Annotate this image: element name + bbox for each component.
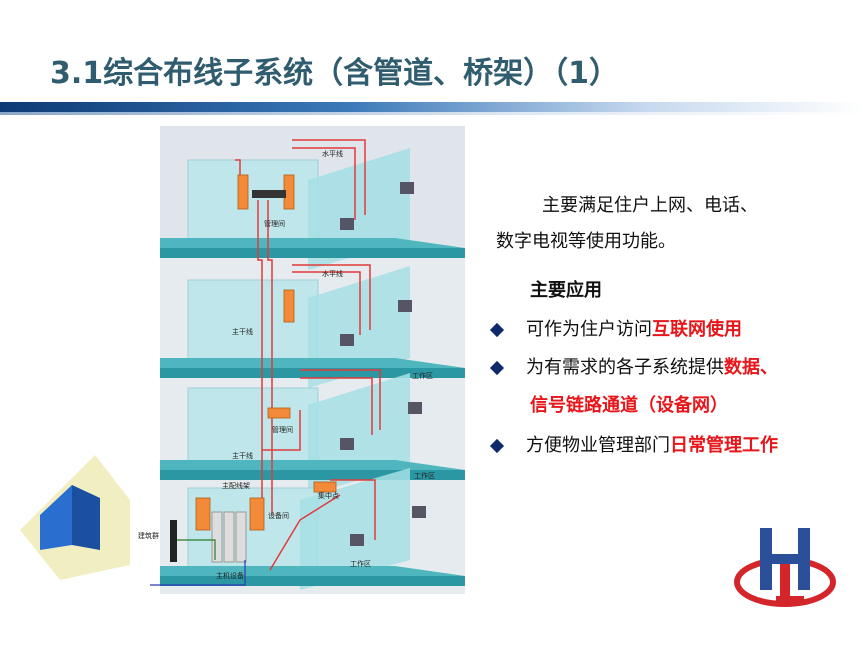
floor-2 xyxy=(160,266,465,388)
bullet-1-highlight: 互联网使用 xyxy=(652,319,742,340)
cabling-diagram: 水平线 管理间 水平线 主干线 工作区 管理间 主干线 工作区 主配线架 集中点… xyxy=(20,126,465,594)
intro-line-2: 数字电视等使用功能。 xyxy=(496,231,676,252)
label-concentration: 集中点 xyxy=(318,491,339,500)
diamond-bullet-icon xyxy=(489,438,505,454)
intro-line-1: 主要满足住户上网、电话、 xyxy=(542,195,758,216)
host-equipment-racks xyxy=(211,511,247,563)
patch-panels xyxy=(195,174,337,531)
label-horizontal-2: 水平线 xyxy=(322,269,343,278)
label-building-group: 建筑群 xyxy=(138,531,159,540)
switch-device xyxy=(252,190,286,198)
label-trunk-1: 主干线 xyxy=(232,327,253,336)
label-horizontal-1: 水平线 xyxy=(322,149,343,158)
label-workarea-2: 工作区 xyxy=(414,471,435,480)
floor-3 xyxy=(160,373,465,495)
diamond-bullet-icon xyxy=(489,322,505,338)
company-logo xyxy=(734,528,836,607)
label-workarea-1: 工作区 xyxy=(412,371,433,380)
bullet-3-highlight: 日常管理工作 xyxy=(670,435,778,456)
label-host-equipment: 主机设备 xyxy=(216,571,244,580)
bullet-item-1: 可作为住户访问互联网使用 xyxy=(489,312,742,348)
bullet-item-3: 方便物业管理部门日常管理工作 xyxy=(489,428,778,464)
trunk-cables xyxy=(235,139,381,571)
bullet-2-text: 为有需求的各子系统提供 xyxy=(526,357,724,378)
label-main-frame: 主配线架 xyxy=(222,481,250,490)
title-underline-shadow xyxy=(0,112,863,115)
floor-4 xyxy=(160,468,465,590)
label-workarea-3: 工作区 xyxy=(350,559,371,568)
label-mgmt-1: 管理间 xyxy=(264,219,285,228)
diamond-bullet-icon xyxy=(489,360,505,376)
floor-1 xyxy=(160,148,465,270)
label-trunk-2: 主干线 xyxy=(232,451,253,460)
bullet-1-text: 可作为住户访问 xyxy=(526,319,652,340)
label-equipment-room: 设备间 xyxy=(268,511,289,520)
section-heading: 主要应用 xyxy=(530,280,602,301)
bullet-2-continuation: 信号链路通道（设备网） xyxy=(530,395,728,416)
workstations xyxy=(340,182,426,546)
label-mgmt-2: 管理间 xyxy=(272,425,293,434)
title-underline xyxy=(0,102,863,112)
building-group-icon xyxy=(20,455,246,586)
slide-title: 3.1综合布线子系统（含管道、桥架）（1） xyxy=(50,56,620,91)
bullet-2-highlight: 数据、 xyxy=(724,357,778,378)
bullet-3-text: 方便物业管理部门 xyxy=(526,435,670,456)
bullet-item-2: 为有需求的各子系统提供数据、 xyxy=(489,350,778,386)
